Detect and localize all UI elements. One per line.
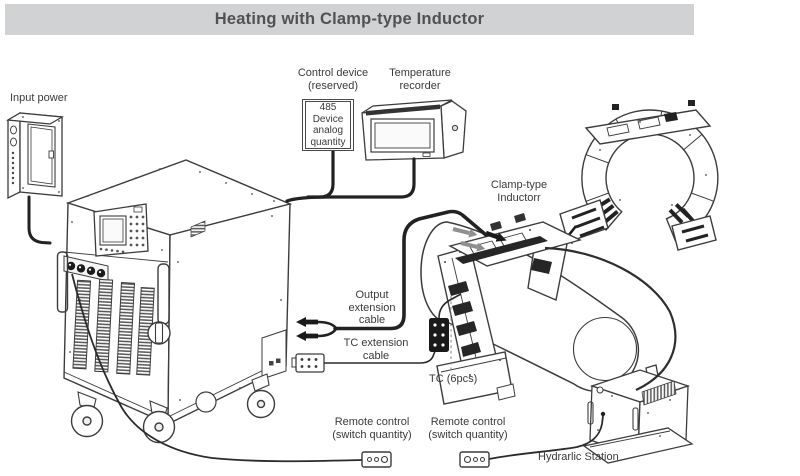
clamp-inductor-detached [559, 100, 719, 251]
output-plugs [296, 230, 507, 341]
machine-casters [70, 373, 276, 444]
machine-side-louver [190, 220, 206, 238]
remote-cable-right [488, 415, 604, 460]
hydraulic-hose [544, 246, 677, 391]
label-control-device: Control device (reserved) [297, 67, 369, 92]
label-output-extension-cable: Output extension cable [348, 289, 396, 326]
label-remote-control-right: Remote control (switch quantity) [428, 416, 508, 441]
tc-junction-block [429, 293, 462, 352]
direction-arrows [452, 227, 486, 252]
label-input-power: Input power [10, 92, 68, 104]
machine-dial [147, 321, 171, 345]
machine-handle-left [56, 251, 69, 313]
signal-cables [285, 149, 416, 203]
machine-side-door [261, 329, 287, 380]
workpiece-pipe [420, 221, 640, 393]
tc-extension-connector [291, 348, 437, 373]
label-tc-count: TC (6pcs) [429, 373, 478, 385]
label-tc-extension-cable: TC extension cable [343, 337, 409, 362]
remote-connector-right [459, 451, 490, 468]
output-cable [296, 209, 507, 341]
induction-heater-machine [56, 159, 293, 444]
hydraulic-station-device [582, 364, 694, 464]
label-hydraulic-station: Hydrarlic Station [538, 451, 619, 463]
input-power-panel [5, 111, 65, 200]
clamp-inductor-mounted [436, 213, 582, 405]
label-temperature-recorder: Temperature recorder [389, 67, 451, 92]
input-power-cable [27, 195, 52, 245]
device-485-text: 485 Device analog quantity [305, 101, 351, 149]
machine-connectors [63, 255, 109, 282]
remote-cable-left [71, 273, 363, 463]
page-title: Heating with Clamp-type Inductor [5, 4, 694, 35]
device-485-box: 485 Device analog quantity [302, 99, 354, 151]
temperature-recorder-device [361, 99, 467, 161]
machine-rivets [69, 168, 282, 401]
machine-vents [72, 278, 155, 376]
label-clamp-inductor: Clamp-type Inductorr [490, 179, 548, 204]
label-remote-control-left: Remote control (switch quantity) [332, 416, 412, 441]
remote-connector-left [361, 451, 392, 468]
machine-control-panel [93, 203, 149, 257]
